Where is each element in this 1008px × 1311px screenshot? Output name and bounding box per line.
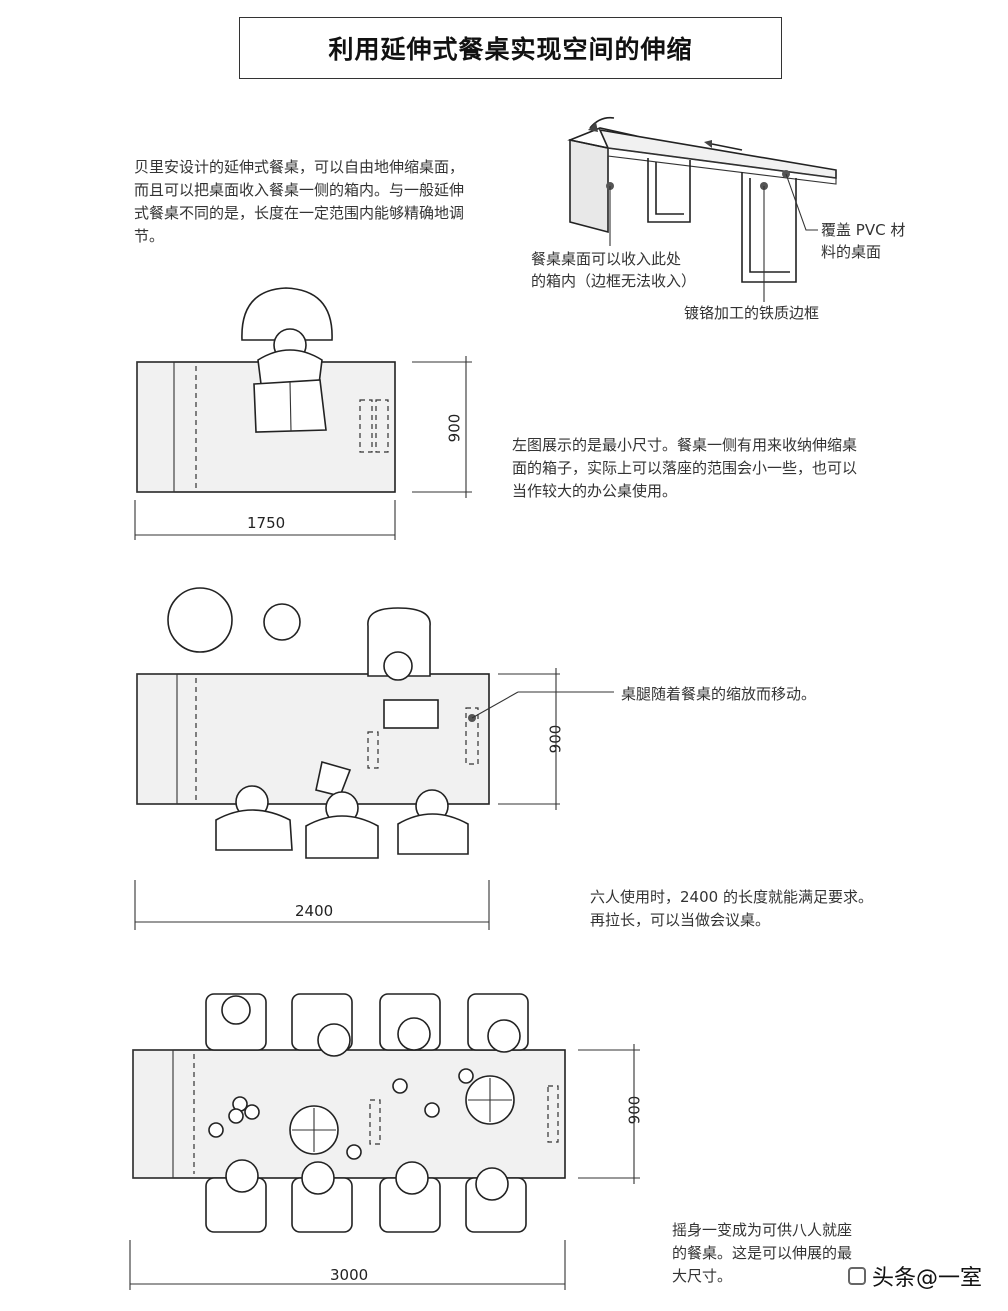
table2-person-laptop-head: [383, 651, 413, 681]
table1-chair: [241, 287, 333, 341]
table3-leg: [547, 1085, 559, 1143]
callout-storage-box: 餐桌桌面可以收入此处 的箱内（边框无法收入）: [531, 250, 697, 290]
table2-leader: [471, 691, 519, 719]
table3-person-top-1-head: [221, 995, 251, 1025]
arrow-slide: [711, 143, 743, 151]
table3-person-bottom-4-head: [475, 1167, 509, 1201]
leader-pvc: [785, 173, 818, 231]
pvc-tabletop: [598, 128, 837, 179]
intro-text: 贝里安设计的延伸式餐桌，可以自由地伸缩桌面，而且可以把桌面收入餐桌一侧的箱内。与…: [134, 158, 465, 245]
note-eight-people: 摇身一变成为可供八人就座的餐桌。这是可以伸展的最大尺寸。: [672, 1221, 853, 1285]
frame-leg-2: [741, 172, 797, 283]
table1-book-spine: [289, 381, 292, 432]
table3-person-top-4-head: [487, 1019, 521, 1053]
tabletop-edge: [607, 147, 837, 185]
note-minimum-size: 左图展示的是最小尺寸。餐桌一侧有用来收纳伸缩桌面的箱子，实际上可以落座的范围会小…: [512, 436, 858, 500]
callout-chrome-frame: 镀铬加工的铁质边框: [684, 304, 820, 322]
dim-length-1750: 1750: [247, 514, 286, 532]
note-six-people: 六人使用时，2400 的长度就能满足要求。再拉长，可以当做会议桌。: [590, 888, 873, 929]
table2-top: [136, 673, 490, 805]
storage-box-front: [569, 139, 609, 234]
table3-cup-7: [424, 1102, 440, 1118]
table3-storage-box: [132, 1049, 174, 1179]
table2-person-1-body: [215, 809, 293, 851]
arrow-slide-head: [704, 140, 712, 148]
callout-pvc-top: 覆盖 PVC 材 料的桌面: [821, 221, 906, 261]
table2-laptop: [383, 699, 439, 729]
table2-walking-person: [263, 603, 301, 641]
table1-leg-left: [359, 399, 373, 453]
table1-leg-right: [375, 399, 389, 453]
table3-person-top-3-head: [397, 1017, 431, 1051]
table-1750-plan: [134, 287, 472, 540]
table-perspective-sketch: [567, 116, 837, 302]
table3-cup-6: [392, 1078, 408, 1094]
table3-cup-2: [244, 1104, 260, 1120]
table2-person-3-body: [397, 813, 469, 855]
table3-cup-8: [458, 1068, 474, 1084]
table3-leg-2: [369, 1099, 381, 1145]
callout-moving-legs: 桌腿随着餐桌的缩放而移动。: [621, 685, 817, 703]
table3-cup-4: [208, 1122, 224, 1138]
watermark: 头条@一室: [848, 1260, 982, 1292]
table2-leg: [465, 707, 479, 765]
table-2400-plan: [134, 587, 614, 930]
frame-leg-1: [647, 158, 691, 223]
table2-chair-top: [367, 607, 431, 677]
dim-length-3000: 3000: [330, 1266, 369, 1284]
arrow-curl: [589, 116, 615, 129]
page-title: 利用延伸式餐桌实现空间的伸缩: [328, 35, 693, 64]
table3-cup-5: [346, 1144, 362, 1160]
table3-person-bottom-1-head: [225, 1159, 259, 1193]
watermark-logo-icon: [848, 1267, 866, 1285]
arrow-curl-head: [588, 122, 598, 132]
table2-empty-chair: [167, 587, 233, 653]
title-box: 利用延伸式餐桌实现空间的伸缩: [239, 17, 782, 79]
table2-leg-2: [367, 731, 379, 769]
table3-person-bottom-3-head: [395, 1161, 429, 1195]
table2-storage-box: [136, 673, 178, 805]
watermark-text: 头条@一室: [872, 1266, 983, 1291]
dim-length-2400: 2400: [295, 902, 334, 920]
table3-person-top-2-head: [317, 1023, 351, 1057]
table3-person-bottom-2-head: [301, 1161, 335, 1195]
table-3000-plan: [129, 993, 640, 1290]
table3-cup-3: [228, 1108, 244, 1124]
table1-storage-box: [136, 361, 175, 493]
table2-person-2-body: [305, 815, 379, 859]
